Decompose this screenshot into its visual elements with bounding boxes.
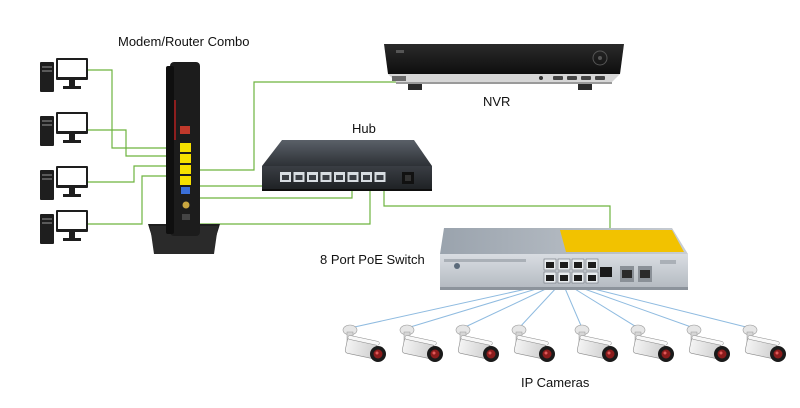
cable-pc2-router [88,129,168,157]
ip-cameras [342,324,786,362]
hub-label: Hub [352,121,376,136]
ip-camera-icon [342,324,386,362]
ip-camera-icon [399,324,443,362]
computer-icon [40,210,88,244]
nvr-device [384,44,624,90]
camera-cable [569,285,639,329]
computers [40,58,88,244]
cable-router-hub-a [198,180,273,187]
cable-router-hub-c [198,184,371,225]
camera-cable [563,285,583,329]
camera-cables [349,285,751,329]
camera-cable [581,285,751,329]
camera-cable [462,285,553,329]
cable-pc3-router [86,165,168,183]
poe-switch-device [440,228,688,290]
ip-camera-icon [511,324,555,362]
ip-camera-icon [455,324,499,362]
ip-camera-icon [686,324,730,362]
ip-camera-icon [574,324,618,362]
hub-ports [280,172,386,182]
computer-icon [40,58,88,92]
ip-camera-icon [742,324,786,362]
cameras-label: IP Cameras [521,375,590,390]
poe-switch-label: 8 Port PoE Switch [320,252,425,267]
camera-cable [518,285,559,329]
camera-cable [349,285,541,329]
computer-icon [40,112,88,146]
poe-ports [543,258,599,284]
cable-pc4-router [86,175,168,225]
router-label: Modem/Router Combo [118,34,250,49]
hub-device [262,140,432,191]
router-lan-ports [180,143,191,185]
ip-camera-icon [630,324,674,362]
nvr-label: NVR [483,94,511,109]
camera-cable [575,285,695,329]
cable-pc1-router [88,69,168,149]
camera-cable [406,285,547,329]
router-red-port [180,126,190,134]
computer-icon [40,166,88,200]
cable-router-nvr [198,81,398,171]
modem-router [148,62,220,254]
